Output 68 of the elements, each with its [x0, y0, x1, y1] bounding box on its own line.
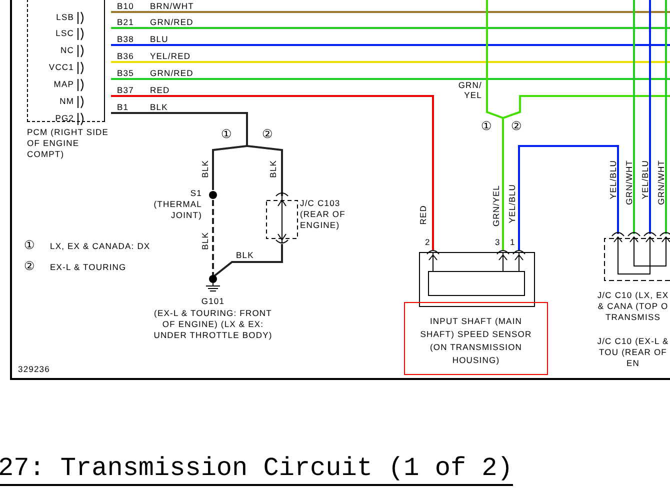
legend-text: EX-L & TOURING	[50, 262, 126, 272]
pin-label: NC	[60, 45, 74, 56]
pin-label: VCC1	[48, 62, 74, 73]
option-number: ①	[481, 121, 492, 131]
wire-label: GRN/RED	[150, 68, 194, 78]
wire	[111, 11, 670, 13]
wire	[111, 27, 670, 29]
option-number: ②	[511, 121, 522, 131]
wire	[111, 44, 670, 46]
wire-label: GRN/RED	[150, 17, 194, 27]
component-label: INPUT SHAFT (MAIN SHAFT) SPEED SENSOR (ON TRANSMISSION HOUSING)	[419, 315, 533, 367]
wire-label: YEL/BLU	[507, 184, 517, 224]
wire	[212, 200, 214, 277]
wire-label: BRN/WHT	[150, 1, 194, 11]
wire-label: GRN/WHT	[656, 160, 666, 205]
wire-label: RED	[418, 205, 428, 225]
diagram-number: 329236	[18, 364, 50, 374]
wire	[633, 0, 635, 234]
wire	[502, 95, 670, 250]
wire-label: BLK	[268, 160, 278, 178]
terminal-number: B37	[117, 85, 134, 95]
terminal-number: 1	[510, 237, 516, 247]
connector-label: J/C C103 (REAR OF ENGINE)	[300, 198, 346, 231]
terminal-number: B35	[117, 68, 134, 78]
option-number: ②	[24, 261, 35, 271]
figure-title: 27: Transmission Circuit (1 of 2)	[0, 452, 513, 486]
wire-label: BLK	[150, 102, 168, 112]
wire-label: BLU	[150, 34, 168, 44]
option-number: ①	[221, 129, 232, 139]
wire-label: BLK	[200, 232, 210, 250]
wire-label: YEL/BLU	[640, 160, 650, 200]
terminal-number: B21	[117, 17, 134, 27]
wire	[111, 112, 283, 196]
wire-label: GRN/ YEL	[457, 80, 482, 100]
pin-label: PG2	[55, 113, 74, 124]
terminal-number: B36	[117, 51, 134, 61]
terminal-number: B1	[117, 102, 129, 112]
wire-label: BLK	[200, 160, 210, 178]
wire-label: YEL/BLU	[608, 160, 618, 200]
wire-label: GRN/WHT	[624, 160, 634, 205]
ground-label: G101	[200, 296, 226, 307]
splice-label: S1 (THERMAL JOINT)	[152, 188, 202, 221]
wire	[111, 95, 434, 250]
wire	[518, 145, 619, 250]
pin-label: LSB	[56, 12, 74, 23]
pin-label: LSC	[56, 28, 74, 39]
option-number: ②	[262, 129, 273, 139]
connector-label: J/C C10 (LX, EX & CANA (TOP O TRANSMISS	[596, 290, 670, 323]
pin-label: MAP	[54, 79, 74, 90]
wire	[665, 0, 667, 234]
terminal-number: 3	[495, 237, 500, 247]
wire	[649, 0, 651, 234]
connector-label: J/C C10 (EX-L & TOU (REAR OF EN	[596, 336, 670, 369]
location-note: (EX-L & TOURING: FRONT OF ENGINE) (LX & EX: UNDER THROTTLE BODY)	[153, 308, 273, 341]
wire	[111, 78, 670, 80]
wire-label: RED	[150, 85, 170, 95]
wire-label: YEL/RED	[150, 51, 191, 61]
wire	[111, 61, 670, 63]
option-number: ①	[24, 240, 35, 250]
wire-label: BLK	[236, 250, 254, 260]
wire	[212, 244, 283, 278]
terminal-number: 2	[425, 237, 430, 247]
terminal-number: B38	[117, 34, 134, 44]
pin-label: NM	[60, 96, 74, 107]
wire-label: GRN/YEL	[491, 185, 501, 227]
terminal-number: B10	[117, 1, 134, 11]
component-label: PCM (RIGHT SIDE OF ENGINE COMPT)	[27, 127, 110, 160]
legend-text: LX, EX & CANADA: DX	[50, 241, 150, 251]
